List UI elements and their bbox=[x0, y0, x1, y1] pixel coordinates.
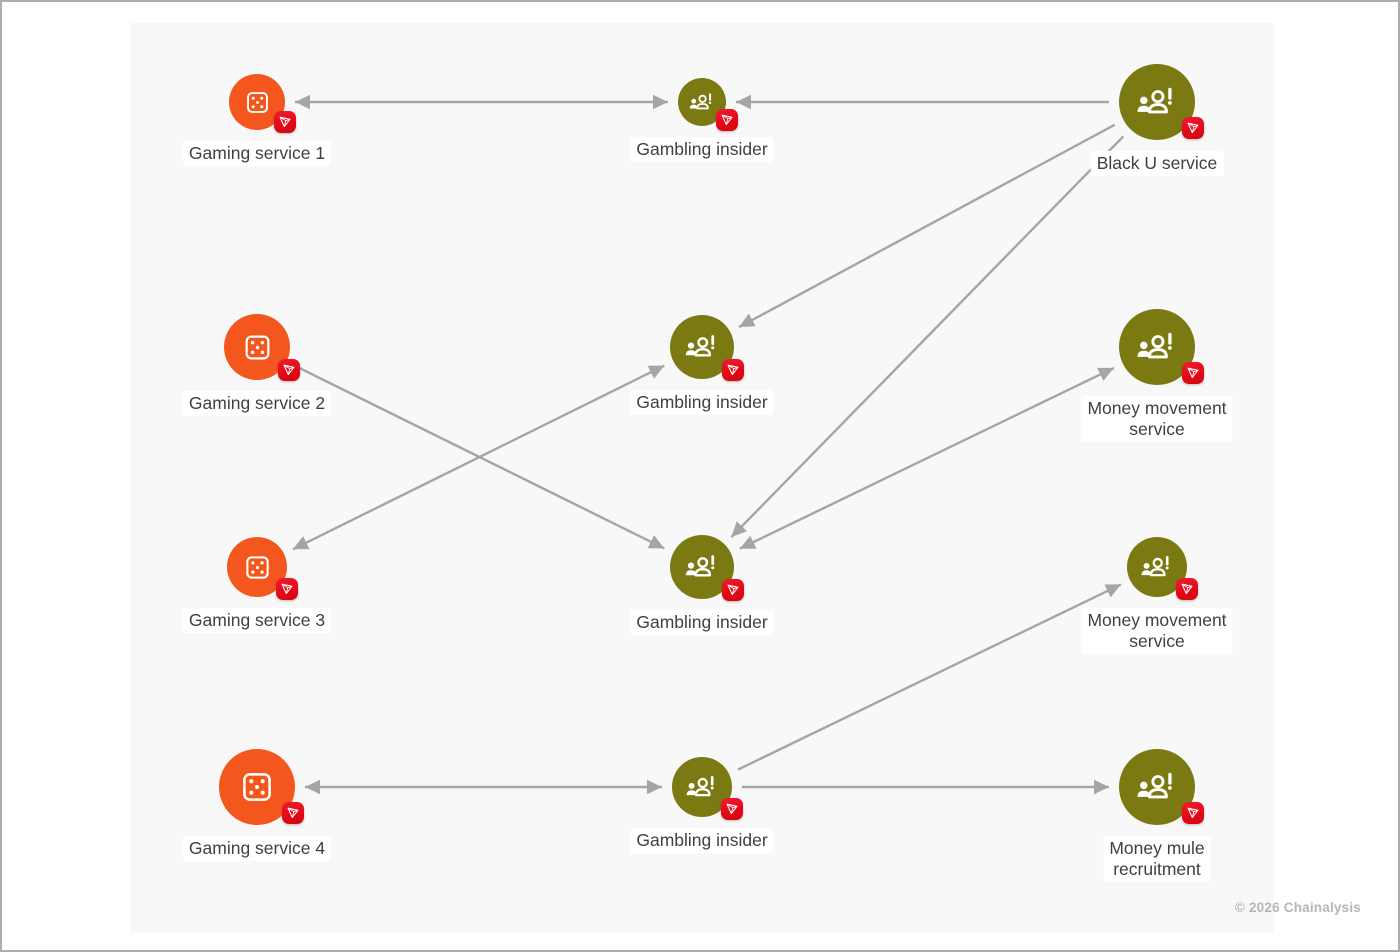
dice-icon bbox=[246, 91, 268, 113]
tron-badge bbox=[278, 359, 301, 382]
tron-badge-icon bbox=[1187, 367, 1199, 378]
tron-badge bbox=[722, 578, 745, 601]
tron-badge bbox=[282, 801, 305, 824]
tron-badge bbox=[273, 111, 296, 134]
dice-icon bbox=[245, 555, 269, 579]
tron-badge bbox=[1182, 361, 1205, 384]
tron-badge-icon bbox=[727, 584, 739, 595]
users-alert-icon bbox=[1137, 87, 1172, 114]
tron-badge bbox=[1182, 116, 1205, 139]
users-alert-icon bbox=[1137, 772, 1172, 799]
tron-badge bbox=[275, 577, 298, 600]
node-label-gambling-insider-2: Gambling insider bbox=[630, 390, 774, 415]
node-label-money-mule-recruitment: Money mule recruitment bbox=[1103, 836, 1211, 882]
edge-black-u-service-to-gambling-insider-2[interactable] bbox=[738, 123, 1116, 329]
tron-badge bbox=[720, 797, 743, 820]
edge-gambling-insider-4-to-money-movement-service-2[interactable] bbox=[737, 583, 1122, 771]
node-label-gaming-service-4: Gaming service 4 bbox=[182, 836, 332, 861]
tron-badge-icon bbox=[287, 807, 299, 818]
tron-badge-icon bbox=[726, 803, 738, 814]
node-gaming-service-2[interactable] bbox=[224, 314, 290, 380]
users-alert-icon bbox=[689, 93, 712, 110]
node-label-gaming-service-3: Gaming service 3 bbox=[182, 608, 332, 633]
tron-badge-icon bbox=[279, 117, 291, 128]
node-label-black-u-service: Black U service bbox=[1090, 151, 1224, 176]
copyright-text: © 2026 Chainalysis bbox=[1234, 900, 1361, 915]
users-alert-icon bbox=[686, 775, 714, 796]
tron-badge-icon bbox=[281, 583, 293, 594]
node-label-gaming-service-2: Gaming service 2 bbox=[182, 391, 332, 416]
tron-badge-icon bbox=[1187, 807, 1199, 818]
users-alert-icon bbox=[685, 335, 715, 357]
tron-badge-icon bbox=[1181, 583, 1193, 594]
tron-badge bbox=[1175, 577, 1198, 600]
tron-badge bbox=[715, 109, 738, 132]
users-alert-icon bbox=[685, 555, 715, 577]
node-label-gaming-service-1: Gaming service 1 bbox=[182, 141, 332, 166]
edge-black-u-service-to-gambling-insider-3[interactable] bbox=[730, 135, 1125, 538]
edge-gaming-service-3-to-gambling-insider-2[interactable] bbox=[292, 364, 665, 551]
node-label-gambling-insider-3: Gambling insider bbox=[630, 610, 774, 635]
tron-badge bbox=[722, 358, 745, 381]
tron-badge-icon bbox=[727, 364, 739, 375]
node-label-gambling-insider-4: Gambling insider bbox=[630, 828, 774, 853]
dice-icon bbox=[243, 773, 271, 801]
node-label-money-movement-service-1: Money movement service bbox=[1081, 396, 1233, 442]
tron-badge-icon bbox=[1187, 122, 1199, 133]
node-label-money-movement-service-2: Money movement service bbox=[1081, 608, 1233, 654]
users-alert-icon bbox=[1137, 332, 1172, 359]
node-label-gambling-insider-1: Gambling insider bbox=[630, 137, 774, 162]
tron-badge-icon bbox=[283, 364, 295, 376]
users-alert-icon bbox=[1141, 555, 1169, 576]
tron-badge bbox=[1182, 801, 1205, 824]
dice-icon bbox=[245, 335, 269, 359]
tron-badge-icon bbox=[721, 114, 733, 126]
edge-gambling-insider-3-to-money-movement-service-1[interactable] bbox=[739, 366, 1115, 550]
